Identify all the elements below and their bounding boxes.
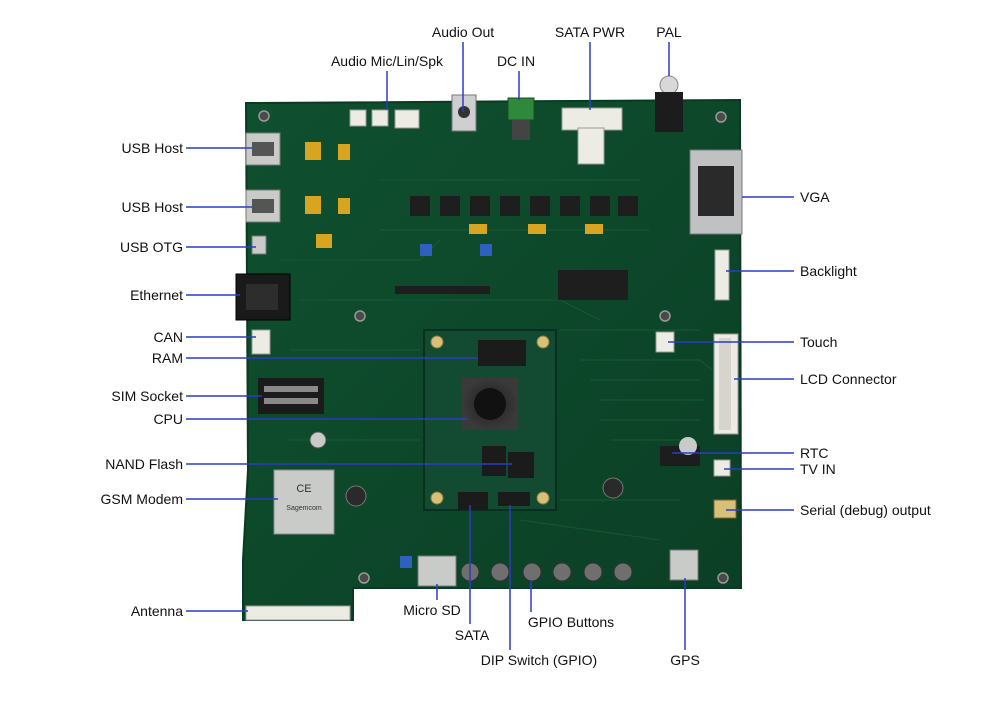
can-connector bbox=[251, 329, 271, 355]
label-audio-mic: Audio Mic/Lin/Spk bbox=[330, 53, 444, 69]
label-usb-host-2: USB Host bbox=[121, 199, 183, 215]
rtc-battery bbox=[660, 437, 700, 466]
label-dip-switch: DIP Switch (GPIO) bbox=[480, 652, 598, 668]
label-tv-in: TV IN bbox=[800, 461, 836, 477]
label-backlight: Backlight bbox=[800, 263, 857, 279]
label-gps: GPS bbox=[670, 652, 700, 668]
label-nand-flash: NAND Flash bbox=[105, 456, 183, 472]
tv-in-connector bbox=[713, 459, 731, 477]
micro-sd-slot bbox=[417, 555, 457, 587]
large-capacitors bbox=[309, 431, 624, 507]
serial-output-connector bbox=[713, 499, 737, 519]
label-rtc: RTC bbox=[800, 445, 829, 461]
audio-out-jack bbox=[451, 94, 477, 132]
label-antenna: Antenna bbox=[130, 603, 183, 619]
cpu-module bbox=[423, 329, 557, 511]
usb-host-port-1 bbox=[245, 132, 281, 166]
label-can: CAN bbox=[153, 329, 183, 345]
pal-rca-jack bbox=[655, 75, 683, 132]
dip-switch bbox=[498, 492, 530, 506]
sim-socket bbox=[258, 378, 324, 414]
sata-power-connector bbox=[561, 107, 623, 165]
gsm-modem: CE Sagemcom bbox=[273, 469, 335, 535]
vga-connector bbox=[689, 149, 743, 235]
lcd-connector-header bbox=[713, 333, 739, 435]
gps-module bbox=[669, 549, 699, 581]
audio-mic-connectors bbox=[349, 109, 420, 129]
label-pal: PAL bbox=[656, 24, 682, 40]
label-gpio-buttons: GPIO Buttons bbox=[527, 614, 615, 630]
backlight-connector bbox=[714, 249, 730, 301]
inductors bbox=[395, 196, 638, 300]
modem-ce-mark: CE bbox=[296, 483, 311, 495]
label-micro-sd: Micro SD bbox=[403, 602, 461, 618]
label-sata: SATA bbox=[454, 627, 490, 643]
label-usb-otg: USB OTG bbox=[119, 239, 183, 255]
label-sata-pwr: SATA PWR bbox=[554, 24, 626, 40]
potentiometers bbox=[400, 244, 492, 568]
label-gsm-modem: GSM Modem bbox=[100, 491, 183, 507]
label-vga: VGA bbox=[800, 189, 830, 205]
antenna-connector bbox=[245, 605, 351, 621]
label-ram: RAM bbox=[151, 350, 183, 366]
misc-components bbox=[305, 142, 603, 248]
ethernet-jack bbox=[235, 273, 291, 321]
label-cpu: CPU bbox=[153, 411, 183, 427]
label-dc-in: DC IN bbox=[496, 53, 536, 69]
label-serial-output: Serial (debug) output bbox=[800, 502, 931, 518]
leader-lines bbox=[186, 42, 794, 650]
modem-brand: Sagemcom bbox=[286, 505, 322, 512]
label-sim-socket: SIM Socket bbox=[111, 388, 183, 404]
usb-otg-port bbox=[251, 235, 267, 255]
dc-in-connector bbox=[507, 97, 535, 140]
label-audio-out: Audio Out bbox=[431, 24, 495, 40]
usb-host-port-2 bbox=[245, 189, 281, 223]
sata-connector bbox=[458, 492, 488, 510]
label-touch: Touch bbox=[800, 334, 838, 350]
label-ethernet: Ethernet bbox=[130, 287, 183, 303]
label-lcd-connector: LCD Connector bbox=[800, 371, 897, 387]
label-usb-host-1: USB Host bbox=[121, 140, 183, 156]
